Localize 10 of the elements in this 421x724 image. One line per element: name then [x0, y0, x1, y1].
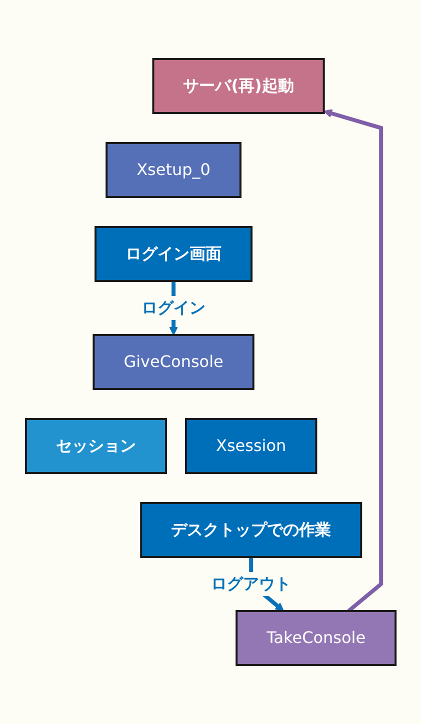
node-box: サーバ(再)起動 [152, 58, 325, 114]
edge-label: ログアウト [210, 574, 291, 593]
node-box: TakeConsole [235, 610, 396, 666]
node-box: セッション [24, 418, 167, 474]
node-box: Xsetup_0 [105, 142, 242, 198]
edge-label: ログイン [141, 298, 206, 317]
node-box: ログイン画面 [94, 226, 252, 282]
node-box: デスクトップでの作業 [140, 502, 362, 558]
node-box: Xsession [184, 418, 317, 474]
node-box: GiveConsole [92, 334, 254, 390]
